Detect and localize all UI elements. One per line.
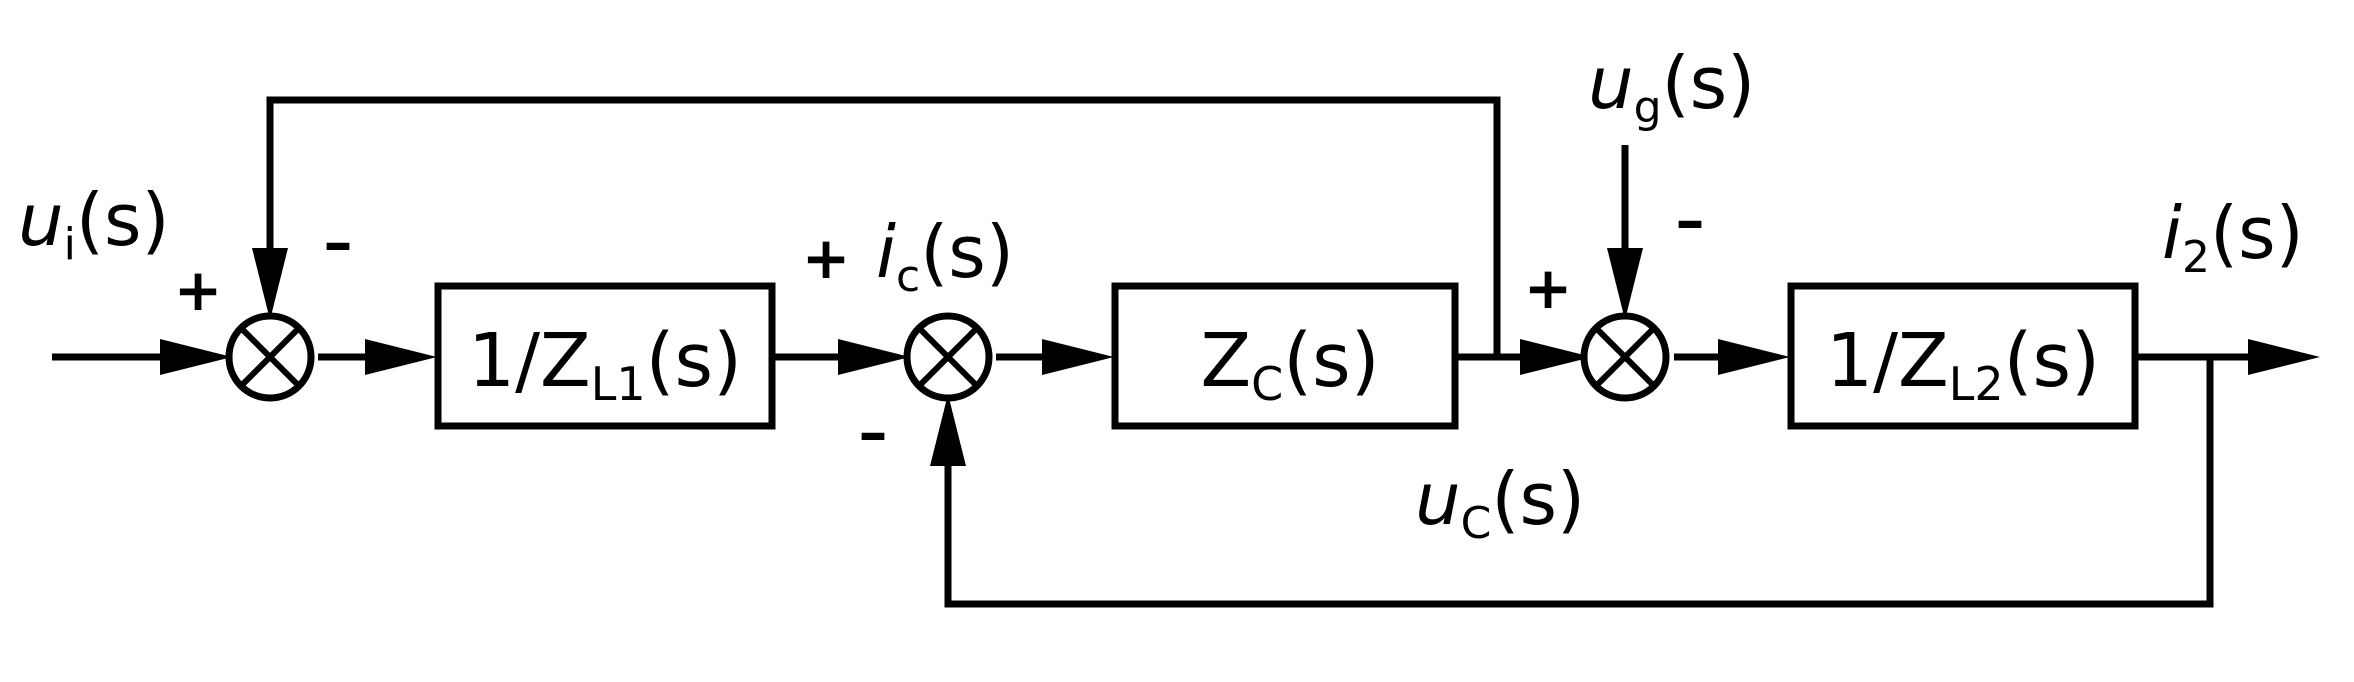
sign-sum1-minus: –	[324, 208, 353, 276]
svg-text:ZC(s): ZC(s)	[1200, 318, 1379, 411]
arrow-head	[1520, 339, 1592, 375]
wire-uc-feedback	[266, 96, 1501, 357]
summing-junction-1	[225, 312, 315, 402]
svg-text:1/ZL1(s): 1/ZL1(s)	[468, 318, 742, 411]
signal-label-i2: i2(s)	[2162, 191, 2304, 283]
arrow-head	[838, 339, 910, 375]
summing-junction-2	[903, 312, 993, 402]
signal-label-ic: ic(s)	[876, 210, 1014, 302]
sign-sum2-minus: –	[859, 398, 888, 466]
arrow-head	[1607, 248, 1643, 320]
sign-sum3-plus: +	[1524, 254, 1573, 322]
block-1-over-zl2: 1/ZL2(s)	[1787, 282, 2139, 430]
arrow-head	[160, 339, 232, 375]
block-zc: ZC(s)	[1111, 282, 1459, 430]
arrow-head	[1042, 339, 1114, 375]
block-1-over-zl1: 1/ZL1(s)	[434, 282, 776, 430]
arrow-head	[2248, 339, 2320, 375]
summing-junction-3	[1580, 312, 1670, 402]
sign-sum2-plus: +	[802, 224, 851, 292]
sign-sum1-plus: +	[174, 256, 223, 324]
arrow-head	[1718, 339, 1790, 375]
svg-text:1/ZL2(s): 1/ZL2(s)	[1826, 318, 2100, 411]
arrow-head	[252, 248, 288, 320]
signal-label-ui: ui(s)	[18, 178, 170, 270]
arrow-head	[365, 339, 437, 375]
signal-label-ug: ug(s)	[1588, 41, 1755, 133]
signal-label-uc: uC(s)	[1415, 457, 1585, 549]
sign-sum3-minus: –	[1676, 186, 1705, 254]
wire-i2-feedback	[944, 357, 2214, 608]
arrow-head	[930, 394, 966, 466]
